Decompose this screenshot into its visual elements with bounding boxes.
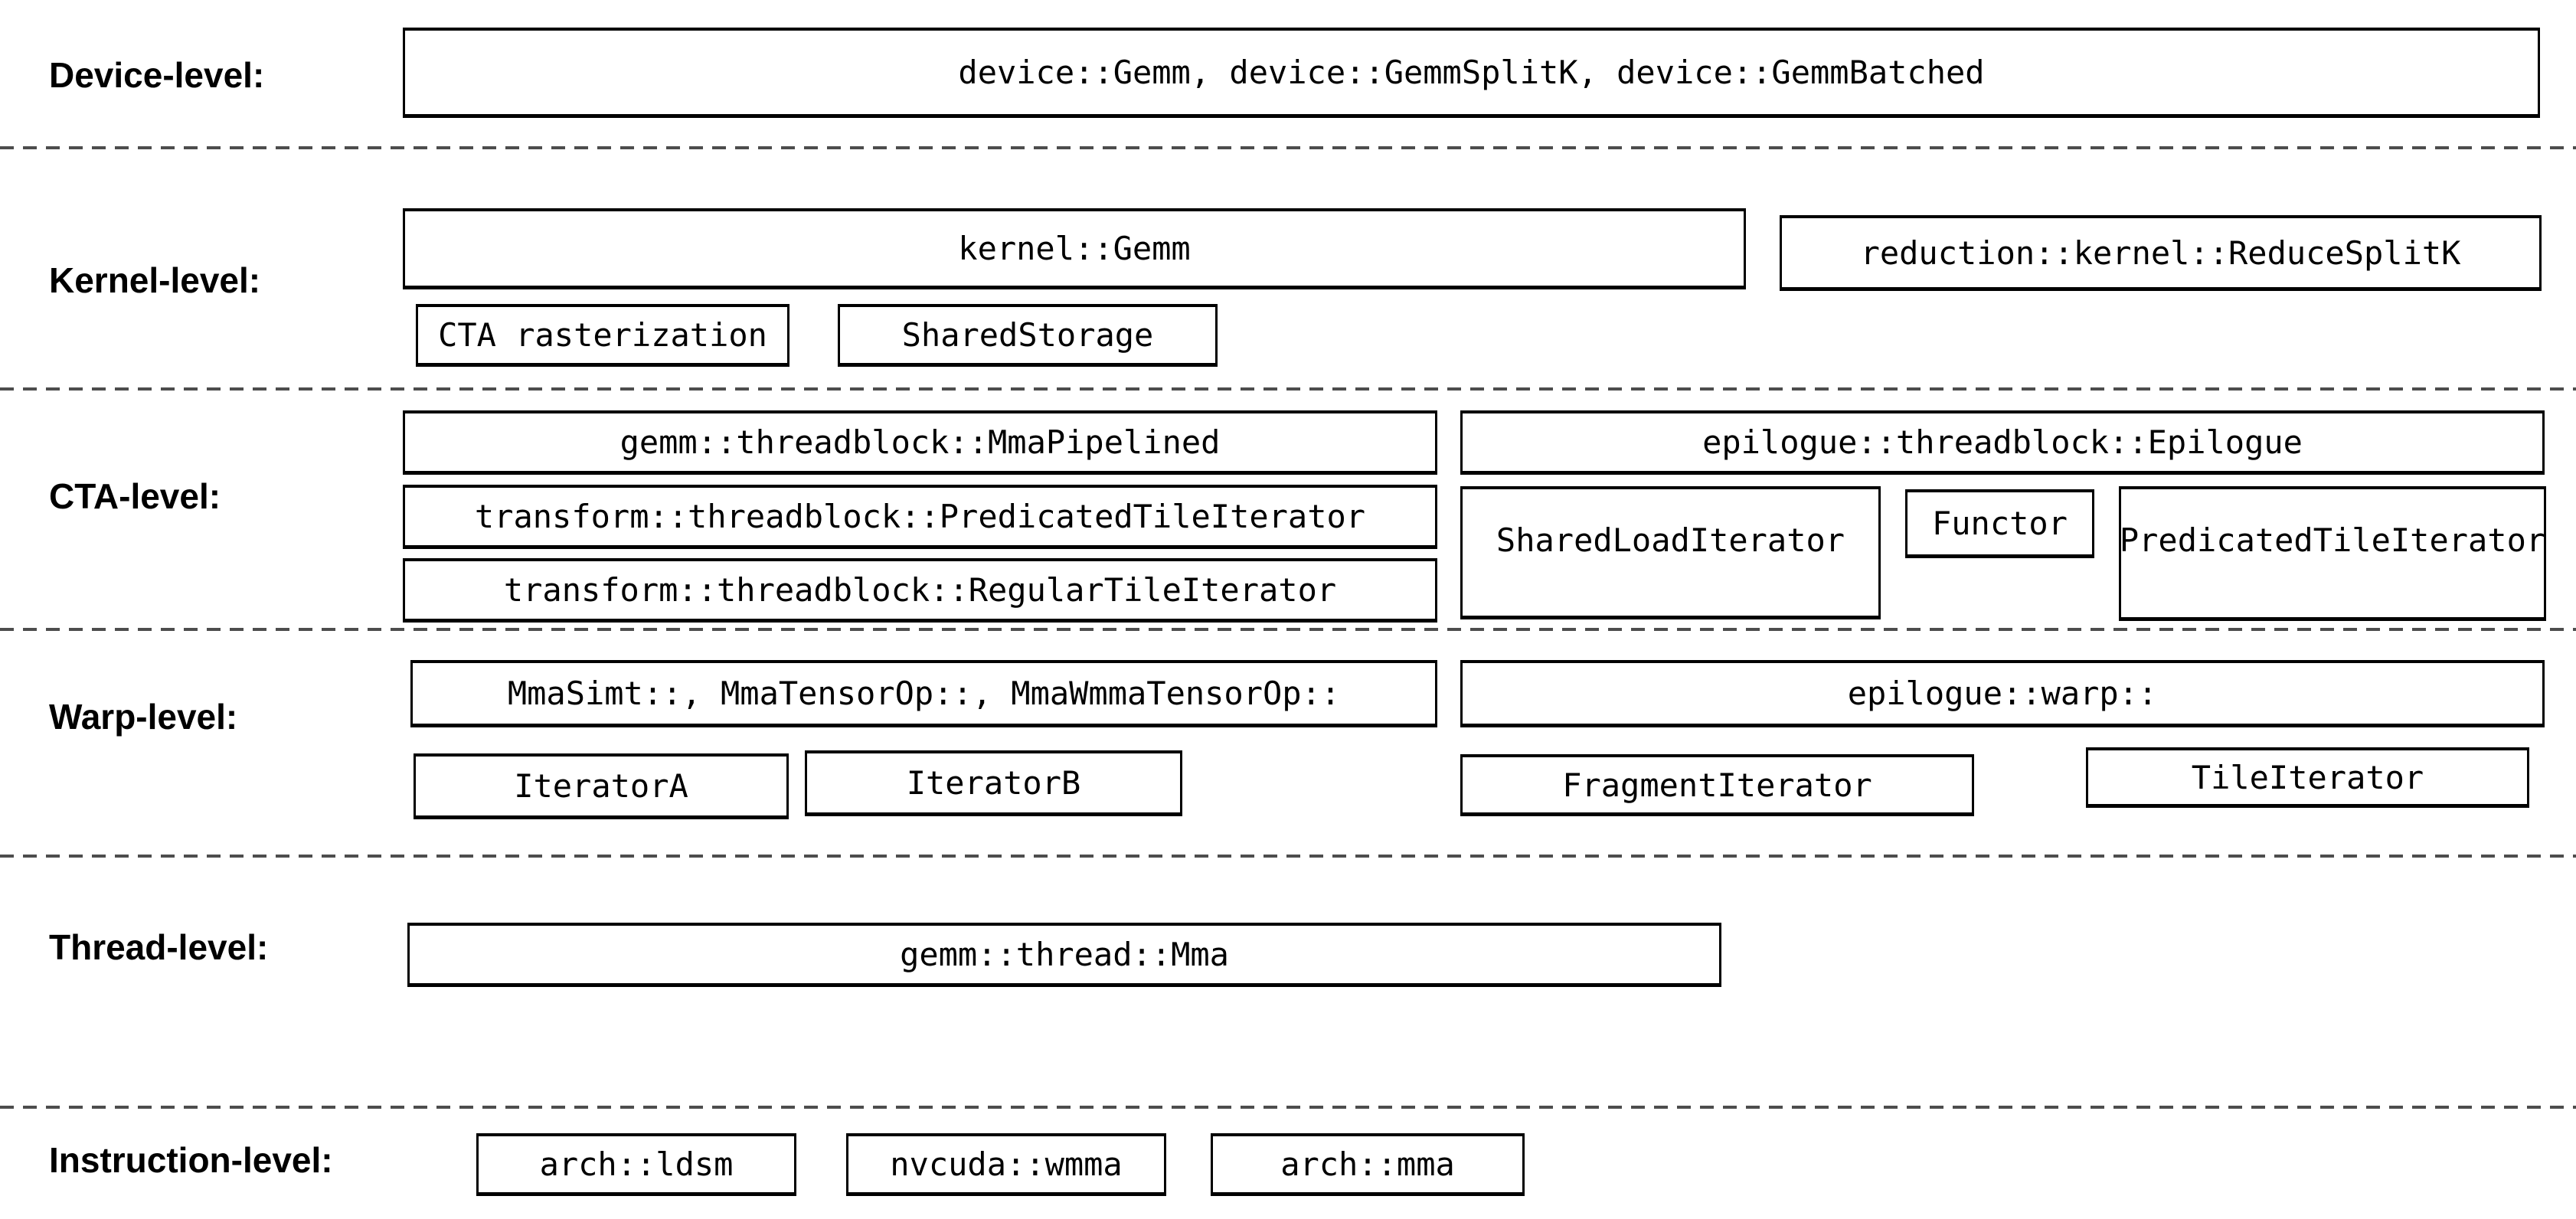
box-reduce-splitk: reduction::kernel::ReduceSplitK: [1780, 215, 2542, 291]
box-kernel-gemm: kernel::Gemm: [403, 208, 1746, 289]
box-arch-mma: arch::mma: [1211, 1133, 1525, 1196]
box-transform-regular-tile-iterator: transform::threadblock::RegularTileItera…: [403, 558, 1437, 623]
separator-thread-instruction: [0, 1106, 2576, 1109]
thread-level-label: Thread-level:: [49, 927, 269, 967]
separator-device-kernel: [0, 146, 2576, 149]
box-tile-iterator: TileIterator: [2086, 747, 2529, 808]
box-transform-predicated-tile-iterator: transform::threadblock::PredicatedTileIt…: [403, 485, 1437, 549]
kernel-level-label: Kernel-level:: [49, 260, 261, 300]
box-thread-mma: gemm::thread::Mma: [407, 923, 1721, 987]
instruction-level-label: Instruction-level:: [49, 1140, 333, 1180]
box-epilogue-warp: epilogue::warp::: [1460, 660, 2545, 727]
separator-cta-warp: [0, 628, 2576, 631]
box-functor: Functor: [1905, 489, 2094, 558]
box-cta-rasterization: CTA rasterization: [416, 304, 789, 367]
box-shared-load-iterator: SharedLoadIterator: [1460, 486, 1881, 619]
device-level-label: Device-level:: [49, 55, 265, 95]
box-device-gemm: device::Gemm, device::GemmSplitK, device…: [403, 28, 2540, 118]
box-warp-mma-ops: MmaSimt::, MmaTensorOp::, MmaWmmaTensorO…: [410, 660, 1437, 727]
separator-kernel-cta: [0, 387, 2576, 391]
box-epilogue-predicated-tile-iterator: PredicatedTileIterator: [2119, 486, 2546, 621]
box-mma-pipelined: gemm::threadblock::MmaPipelined: [403, 410, 1437, 475]
box-shared-storage: SharedStorage: [838, 304, 1218, 367]
box-threadblock-epilogue: epilogue::threadblock::Epilogue: [1460, 410, 2545, 475]
box-fragment-iterator: FragmentIterator: [1460, 754, 1974, 816]
separator-warp-thread: [0, 855, 2576, 858]
warp-level-label: Warp-level:: [49, 697, 238, 737]
cta-level-label: CTA-level:: [49, 476, 221, 516]
box-arch-ldsm: arch::ldsm: [476, 1133, 796, 1196]
box-iterator-b: IteratorB: [805, 750, 1182, 816]
box-iterator-a: IteratorA: [414, 753, 789, 819]
box-nvcuda-wmma: nvcuda::wmma: [846, 1133, 1166, 1196]
